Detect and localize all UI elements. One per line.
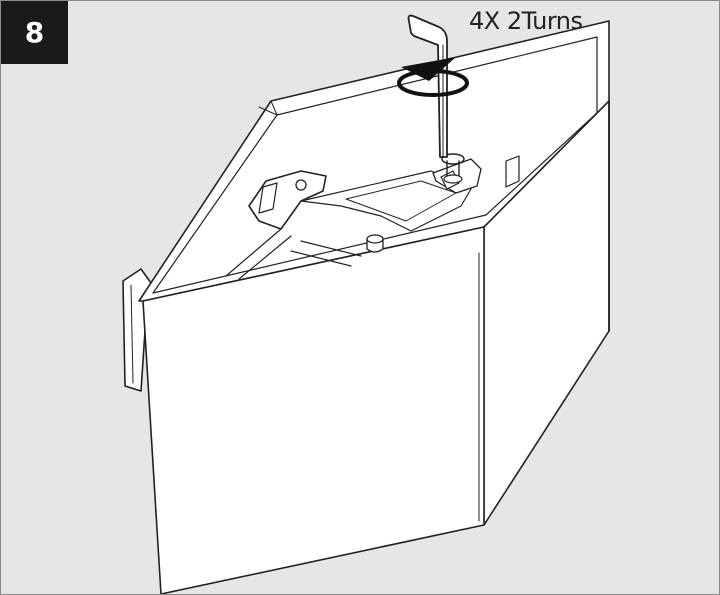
left-bracket-tab <box>258 182 278 214</box>
bolt-washer <box>443 174 463 184</box>
step-number: 8 <box>24 16 45 49</box>
right-side-tab <box>505 155 520 188</box>
left-bracket-screw <box>295 179 307 191</box>
interior-back-wall <box>270 100 278 116</box>
step-badge: 8 <box>1 1 68 64</box>
inner-rim <box>152 36 598 294</box>
left-flange-edge <box>130 284 134 384</box>
rotate-clockwise-arrow-icon <box>397 57 469 97</box>
strut-left <box>225 228 292 280</box>
interior-wall-left <box>258 106 278 116</box>
center-post-top <box>366 234 384 244</box>
bolt-shank <box>446 160 460 178</box>
instruction-label: 4X 2Turns <box>469 7 583 35</box>
strut-right <box>290 240 362 267</box>
